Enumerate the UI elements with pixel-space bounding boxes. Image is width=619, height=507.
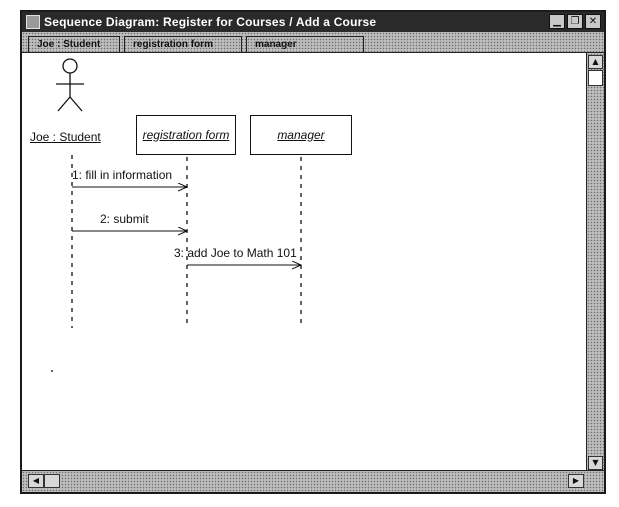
message-label-1[interactable]: 1: fill in information — [72, 168, 173, 182]
app-icon[interactable] — [26, 15, 40, 29]
title-bar[interactable]: Sequence Diagram: Register for Courses /… — [22, 12, 604, 32]
message-label-3[interactable]: 3: add Joe to Math 101 — [174, 246, 297, 260]
diagram-lines — [51, 58, 586, 372]
horizontal-scroll-thumb[interactable] — [44, 474, 60, 488]
close-button[interactable]: ✕ — [585, 14, 601, 29]
header-tab-bar: Joe : Student registration form manager — [22, 32, 604, 53]
scroll-up-button[interactable]: ▲ — [588, 55, 603, 69]
tab-manager[interactable]: manager — [246, 36, 364, 52]
vertical-scrollbar[interactable]: ▲ ▼ — [586, 53, 604, 472]
restore-button[interactable]: ❐ — [567, 14, 583, 29]
window-title: Sequence Diagram: Register for Courses /… — [44, 15, 377, 29]
scroll-left-button[interactable]: ◀ — [28, 474, 44, 488]
object-registration-form[interactable]: registration form — [136, 115, 236, 155]
stray-dot — [51, 370, 53, 372]
horizontal-scrollbar[interactable]: ◀ ▶ — [22, 470, 604, 492]
message-label-2[interactable]: 2: submit — [100, 212, 149, 226]
tab-joe-student[interactable]: Joe : Student — [28, 36, 120, 52]
actor-icon[interactable] — [56, 58, 84, 112]
tab-registration-form[interactable]: registration form — [124, 36, 242, 52]
window-controls: ▁ ❐ ✕ — [549, 14, 601, 29]
scroll-right-button[interactable]: ▶ — [568, 474, 584, 488]
object-manager[interactable]: manager — [250, 115, 352, 155]
sequence-diagram-window: Sequence Diagram: Register for Courses /… — [20, 10, 606, 494]
vertical-scroll-thumb[interactable] — [588, 70, 603, 86]
scroll-down-button[interactable]: ▼ — [588, 456, 603, 470]
diagram-canvas[interactable]: Joe : Student registration form manager … — [22, 53, 586, 472]
actor-label[interactable]: Joe : Student — [30, 130, 101, 144]
minimize-button[interactable]: ▁ — [549, 14, 565, 29]
